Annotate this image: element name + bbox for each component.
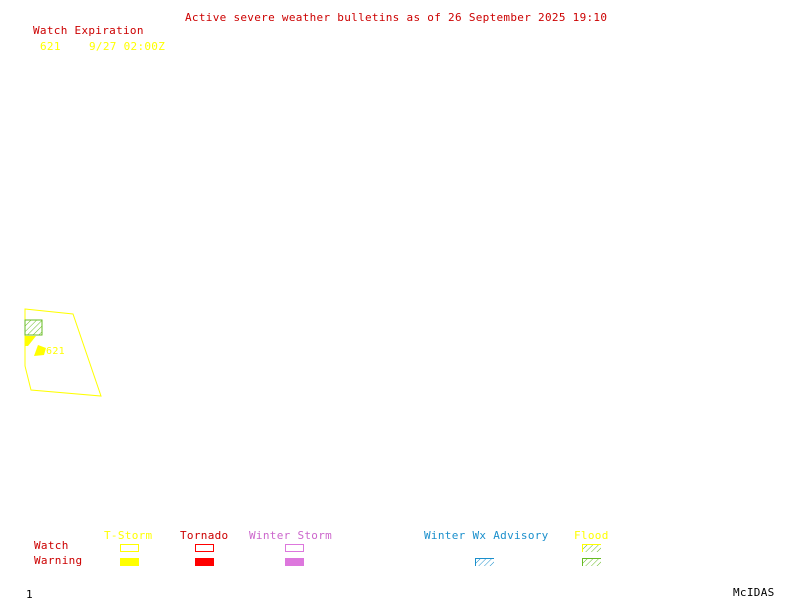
swatch-flood-watch [582, 544, 601, 552]
legend-label-tstorm: T-Storm [104, 529, 153, 542]
warning-area-2 [34, 345, 46, 356]
flood-warning-area [24, 319, 43, 336]
watch-621-map-label: 621 [46, 346, 65, 357]
swatch-tstorm-warning [120, 558, 139, 566]
watch-expiration-heading: Watch Expiration [33, 24, 144, 37]
legend-row-warning: Warning [34, 554, 83, 567]
swatch-winter-storm-watch [285, 544, 304, 552]
watch-number: 621 [40, 40, 61, 53]
swatch-tstorm-watch [120, 544, 139, 552]
frame-number: 1 [26, 588, 33, 601]
swatch-tornado-watch [195, 544, 214, 552]
warning-area-1 [25, 336, 36, 346]
watch-621-outline [24, 308, 102, 397]
swatch-winter-storm-warning [285, 558, 304, 566]
watch-expiration-time: 9/27 02:00Z [89, 40, 166, 53]
legend-label-winter-wx-advisory: Winter Wx Advisory [424, 529, 549, 542]
swatch-flood-warning [582, 558, 601, 566]
swatch-winter-wx-advisory [475, 558, 494, 566]
legend-label-flood: Flood [574, 529, 609, 542]
bulletin-title: Active severe weather bulletins as of 26… [185, 11, 608, 24]
mcidas-brand: McIDAS [733, 586, 775, 599]
swatch-tornado-warning [195, 558, 214, 566]
legend-label-winter-storm: Winter Storm [249, 529, 333, 542]
legend-row-watch: Watch [34, 539, 69, 552]
legend-label-tornado: Tornado [180, 529, 229, 542]
